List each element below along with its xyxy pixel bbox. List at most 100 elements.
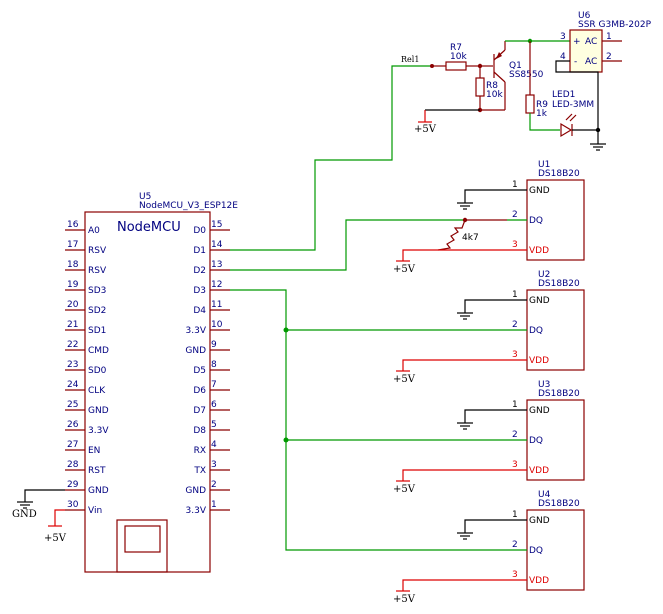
- u5-right-pin-number: 4: [211, 440, 217, 450]
- u5-left-pin-number: 23: [67, 360, 78, 370]
- led1-ray-2: [569, 114, 577, 122]
- plus5v-label-u5: +5V: [44, 533, 67, 544]
- led1[interactable]: LED1 LED-3MM: [552, 90, 594, 138]
- u5-right-pin-number: 11: [211, 300, 222, 310]
- sensor-gnd-name: GND: [529, 406, 550, 416]
- u5-right-pin-name: D6: [193, 386, 206, 396]
- u5-right-pin-name: D4: [193, 306, 206, 316]
- r7-value: 10k: [450, 52, 467, 62]
- wire-ssr-minus-gnd: [555, 60, 599, 144]
- u5-left-pin-number: 30: [67, 500, 79, 510]
- sensor-gnd-wire: [464, 299, 507, 313]
- u5-right-pin-number: 8: [211, 360, 217, 370]
- sensor-dq-name: DQ: [529, 216, 543, 226]
- u5-right-pin-name: D5: [193, 366, 206, 376]
- u5-left-pin-name: SD1: [88, 326, 106, 336]
- sensor-pin1-num: 1: [512, 180, 518, 190]
- u5-right-pin-number: 9: [211, 340, 217, 350]
- q1-arrow: [496, 52, 502, 59]
- u5-left-pin-name: CMD: [88, 346, 109, 356]
- u5-right-pin-name: GND: [185, 346, 206, 356]
- ssr-u6[interactable]: U6 SSR G3MB-202P 3 4 1 2 + - AC AC: [560, 11, 652, 73]
- junction-d3-u2: [283, 327, 289, 333]
- sensor-plus5v-label: +5V: [393, 484, 416, 495]
- sensor-gnd-wire: [464, 409, 507, 423]
- wire-d2-u1: [230, 219, 465, 271]
- junction-d3-u3: [283, 437, 289, 443]
- u5-left-pin-name: SD2: [88, 306, 106, 316]
- u5-left-pin-name: GND: [88, 486, 109, 496]
- sensor-plus5v-label: +5V: [393, 264, 416, 275]
- sensor-gnd-name: GND: [529, 296, 550, 306]
- sensor-pin2-num: 2: [512, 210, 518, 220]
- sensor-vdd-name: VDD: [529, 246, 549, 256]
- sensor-dq-name: DQ: [529, 546, 543, 556]
- sensor-vdd-wire: [402, 579, 507, 591]
- u5-left-pin-number: 26: [67, 420, 79, 430]
- u5-left-pin-number: 28: [67, 460, 79, 470]
- gnd-label-u5: GND: [12, 509, 37, 520]
- u5-left-pin-name: GND: [88, 406, 109, 416]
- plus5v-label-relay: +5V: [414, 124, 437, 135]
- wire-r9-led: [529, 113, 560, 131]
- u6-pin1-num: 1: [606, 32, 612, 42]
- u5-left-pin-name: 3.3V: [88, 426, 109, 436]
- wire-u5-vin: [54, 509, 65, 526]
- q1-ref: Q1: [509, 61, 522, 71]
- sensor-value: DS18B20: [538, 279, 580, 289]
- r7-body: [445, 61, 467, 71]
- sensor-vdd-wire: [402, 359, 507, 371]
- u6-value: SSR G3MB-202P: [578, 20, 652, 30]
- u5-left-pin-name: SD0: [88, 366, 107, 376]
- sensor-ref: U1: [538, 160, 550, 170]
- u5-left-pin-name: RSV: [88, 266, 107, 276]
- nodemcu-module[interactable]: U5 NodeMCU_V3_ESP12E NodeMCU 16A017RSV18…: [65, 192, 238, 573]
- sensor-vdd-name: VDD: [529, 576, 549, 586]
- sensor-value: DS18B20: [538, 499, 580, 509]
- u5-left-pins: 16A017RSV18RSV19SD320SD221SD122CMD23SD02…: [65, 220, 109, 516]
- u5-left-pin-name: SD3: [88, 286, 106, 296]
- q1-collector: [493, 71, 506, 83]
- u5-right-pin-number: 3: [211, 460, 217, 470]
- pullup-resistor: [437, 219, 466, 251]
- q1-transistor[interactable]: Q1 SS8550: [480, 41, 544, 110]
- u5-left-pin-number: 20: [67, 300, 79, 310]
- sensor-pin2-num: 2: [512, 430, 518, 440]
- gnd-symbol-relay: [590, 143, 606, 151]
- sensor-dq-name: DQ: [529, 326, 543, 336]
- sensor-pin2-num: 2: [512, 540, 518, 550]
- u5-right-pin-name: D1: [193, 246, 206, 256]
- gnd-symbol: [457, 422, 473, 430]
- led1-value: LED-3MM: [552, 100, 594, 110]
- u5-antenna-inner: [124, 525, 161, 553]
- led1-triangle: [560, 122, 573, 138]
- u5-right-pin-number: 5: [211, 420, 217, 430]
- sensor-vdd-wire: [402, 469, 507, 481]
- u5-right-pin-number: 10: [211, 320, 223, 330]
- u5-right-pin-name: D0: [193, 226, 206, 236]
- sensor-gnd-name: GND: [529, 186, 550, 196]
- sensor-plus5v-label: +5V: [393, 374, 416, 385]
- sensor-dq-name: DQ: [529, 436, 543, 446]
- u5-right-pin-name: D3: [193, 286, 206, 296]
- u5-right-pin-name: 3.3V: [186, 506, 207, 516]
- sensor-vdd-wire: [402, 249, 507, 261]
- u5-antenna-outer: [116, 519, 168, 573]
- sensor-value: DS18B20: [538, 389, 580, 399]
- u5-title: NodeMCU: [117, 220, 181, 235]
- sensor-vdd-name: VDD: [529, 466, 549, 476]
- net-label-rel1: Rel1: [401, 55, 419, 64]
- pullup-value: 4k7: [462, 233, 479, 243]
- gnd-symbol-u5: [17, 501, 33, 509]
- sensor-ref: U4: [538, 490, 551, 500]
- u6-ref: U6: [578, 11, 591, 21]
- u5-left-pin-number: 19: [67, 280, 79, 290]
- r8-body: [475, 77, 485, 97]
- u5-left-pin-name: A0: [88, 226, 100, 236]
- sensor-pin3-num: 3: [512, 460, 518, 470]
